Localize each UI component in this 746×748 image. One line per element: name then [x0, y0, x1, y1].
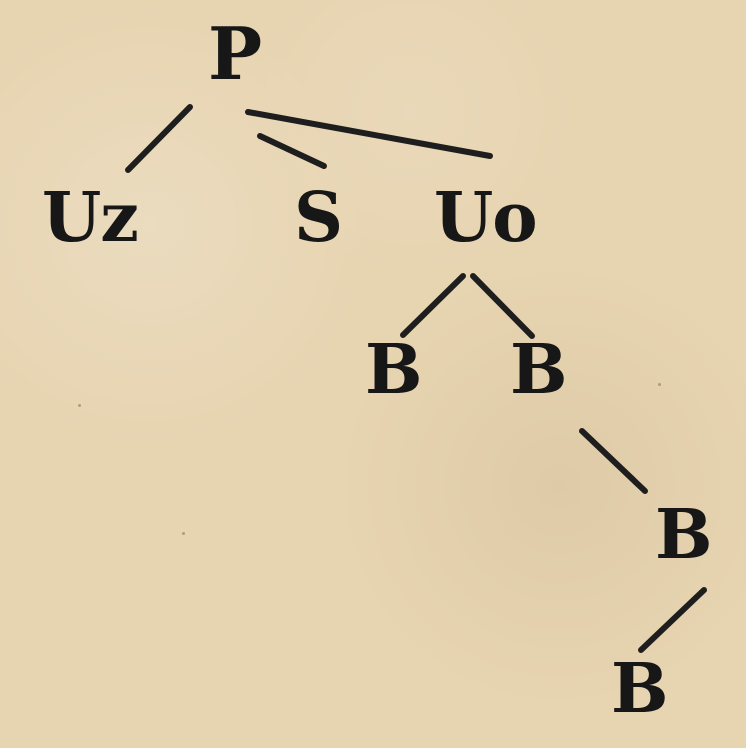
node-b-left: B [365, 330, 422, 410]
paper-speck [182, 532, 185, 535]
node-uz: Uz [42, 178, 139, 258]
paper-speck [658, 383, 661, 386]
node-b-right: B [510, 330, 567, 410]
paper-speck [78, 404, 81, 407]
edge-p-uz [125, 104, 193, 173]
node-root-p: P [208, 11, 262, 96]
node-uo: Uo [434, 178, 538, 258]
edge-b-b-fourth [638, 587, 707, 653]
node-s: S [294, 178, 343, 258]
edge-uo-b-left [400, 273, 466, 338]
node-b-third: B [655, 495, 712, 575]
edge-uo-b-right [470, 273, 535, 339]
edge-p-s [257, 133, 327, 169]
edge-p-uo [245, 109, 493, 159]
edge-b-b-third [579, 428, 648, 494]
node-b-fourth: B [611, 649, 668, 729]
